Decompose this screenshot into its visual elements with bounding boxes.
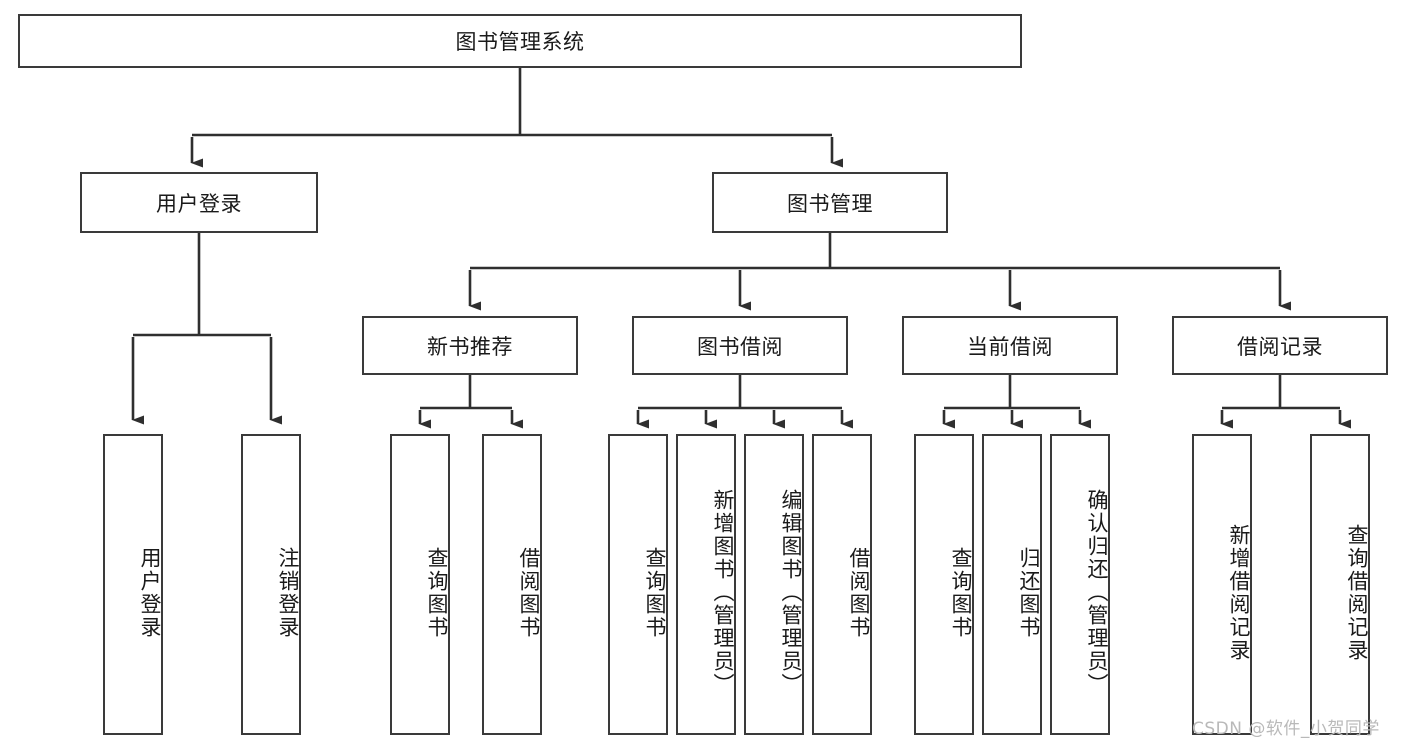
node-label: 新增图书（管理员） bbox=[711, 489, 735, 696]
node-label: 查询借阅记录 bbox=[1345, 523, 1369, 662]
node-new-book-recommend[interactable]: 新书推荐 bbox=[362, 316, 578, 375]
leaf-user-login[interactable]: 用户登录 bbox=[103, 434, 163, 735]
node-label: 用户登录 bbox=[156, 191, 242, 216]
node-label: 新增借阅记录 bbox=[1227, 523, 1251, 662]
leaf-add-borrow-record[interactable]: 新增借阅记录 bbox=[1192, 434, 1252, 735]
leaf-borrow-book[interactable]: 借阅图书 bbox=[812, 434, 872, 735]
node-book-borrow[interactable]: 图书借阅 bbox=[632, 316, 848, 375]
node-label: 借阅记录 bbox=[1237, 334, 1323, 359]
leaf-return-book[interactable]: 归还图书 bbox=[982, 434, 1042, 735]
leaf-edit-book-admin[interactable]: 编辑图书（管理员） bbox=[744, 434, 804, 735]
node-label: 归还图书 bbox=[1017, 546, 1041, 639]
leaf-borrow-book-recommend[interactable]: 借阅图书 bbox=[482, 434, 542, 735]
node-label: 借阅图书 bbox=[847, 546, 871, 639]
node-label: 图书管理系统 bbox=[455, 30, 585, 54]
node-label: 查询图书 bbox=[425, 546, 449, 639]
node-label: 确认归还（管理员） bbox=[1085, 489, 1109, 696]
csdn-watermark: CSDN @软件_小贺同学 bbox=[1192, 719, 1380, 739]
node-label: 用户登录 bbox=[138, 546, 162, 639]
leaf-query-borrow-record[interactable]: 查询借阅记录 bbox=[1310, 434, 1370, 735]
node-label: 查询图书 bbox=[643, 546, 667, 639]
leaf-query-book-current[interactable]: 查询图书 bbox=[914, 434, 974, 735]
node-book-management[interactable]: 图书管理 bbox=[712, 172, 948, 233]
node-user-login[interactable]: 用户登录 bbox=[80, 172, 318, 233]
leaf-query-book-borrow[interactable]: 查询图书 bbox=[608, 434, 668, 735]
node-label: 图书管理 bbox=[787, 191, 873, 216]
node-label: 借阅图书 bbox=[517, 546, 541, 639]
leaf-add-book-admin[interactable]: 新增图书（管理员） bbox=[676, 434, 736, 735]
node-label: 图书借阅 bbox=[697, 334, 783, 359]
node-label: 查询图书 bbox=[949, 546, 973, 639]
leaf-confirm-return-admin[interactable]: 确认归还（管理员） bbox=[1050, 434, 1110, 735]
node-label: 注销登录 bbox=[276, 546, 300, 639]
node-borrow-record[interactable]: 借阅记录 bbox=[1172, 316, 1388, 375]
node-label: 编辑图书（管理员） bbox=[779, 489, 803, 696]
leaf-user-logout[interactable]: 注销登录 bbox=[241, 434, 301, 735]
node-current-borrow[interactable]: 当前借阅 bbox=[902, 316, 1118, 375]
node-root-book-management-system[interactable]: 图书管理系统 bbox=[18, 14, 1022, 68]
node-label: 当前借阅 bbox=[967, 334, 1053, 359]
leaf-query-book-recommend[interactable]: 查询图书 bbox=[390, 434, 450, 735]
node-label: 新书推荐 bbox=[427, 334, 513, 359]
